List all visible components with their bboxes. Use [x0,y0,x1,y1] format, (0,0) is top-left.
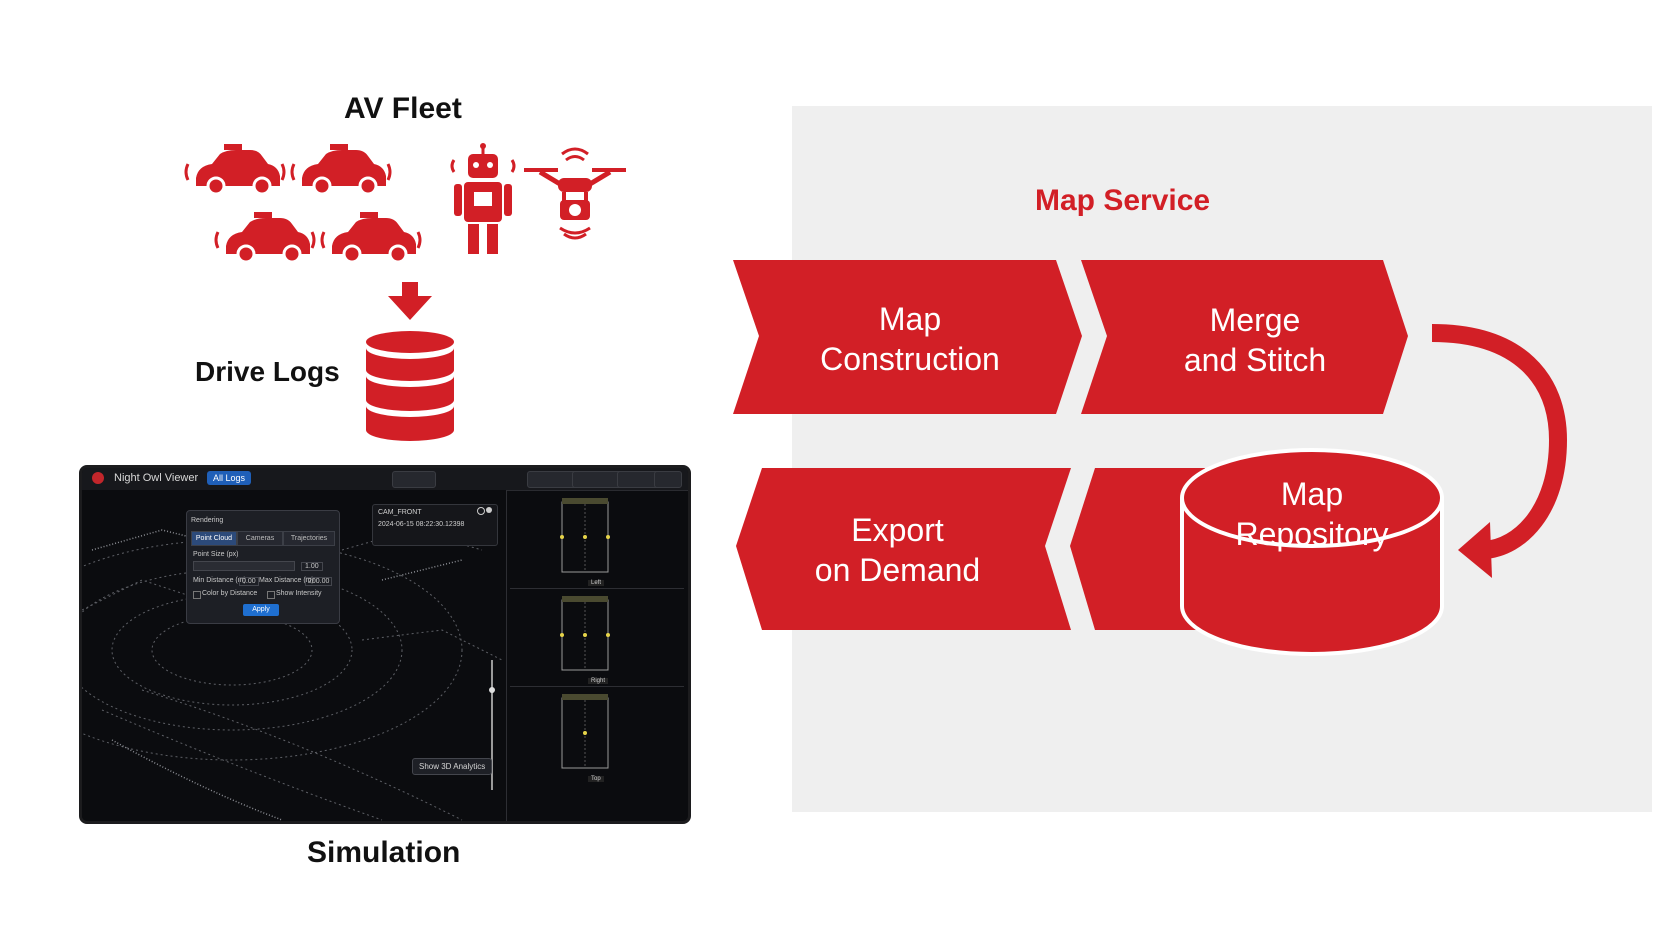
database-icon [366,331,454,441]
camera-frame [560,596,610,671]
camera-name: CAM_FRONT [378,509,422,516]
settings-icon[interactable] [654,471,682,488]
min-distance-label: Min Distance (m) [193,577,246,584]
map-service-title: Map Service [1035,184,1211,217]
tab-cameras[interactable]: Cameras [237,531,283,546]
view-divider [506,490,507,821]
viewer-title: Night Owl Viewer [114,472,199,484]
tab-trajectories[interactable]: Trajectories [283,531,335,546]
camera-view-caption: Right [588,678,609,684]
camera-view-top: Top [510,688,684,784]
camera-frame [560,498,610,573]
drive-logs-label: Drive Logs [195,356,340,387]
car-icon [214,212,316,264]
settings-icon[interactable] [477,507,485,515]
car-icon [184,144,286,196]
database-icon [1180,448,1444,656]
close-icon[interactable] [486,507,492,513]
color-by-distance-label: Color by Distance [202,590,258,597]
show-intensity-label: Show Intensity [276,590,322,597]
robot-icon [450,143,516,254]
toolbar-button[interactable] [392,471,436,488]
camera-frame [561,694,609,769]
drone-icon [524,147,626,240]
apply-button[interactable]: Apply [243,604,279,616]
color-by-distance-checkbox[interactable] [193,591,201,599]
camera-view-left: Left [510,492,684,589]
viewer-toolbar: Night Owl Viewer All Logs [82,468,688,491]
camera-info-card: CAM_FRONT 2024-06-15 08:22:30.12398 [372,504,498,546]
car-icon [290,144,392,196]
av-fleet-title: AV Fleet [344,92,462,125]
map-service-panel [792,106,1652,812]
max-distance-label: Max Distance (m) [259,577,314,584]
down-arrow-icon [388,282,432,320]
app-logo-icon [92,472,104,484]
point-size-slider[interactable] [193,561,295,571]
night-owl-viewer-window: Night Owl Viewer All Logs Rende [79,465,691,824]
show-3d-analytics-button[interactable]: Show 3D Analytics [412,758,493,775]
all-logs-button[interactable]: All Logs [207,471,252,485]
max-distance-value[interactable]: 200.00 [305,577,333,586]
settings-header: Rendering [191,517,224,524]
show-intensity-checkbox[interactable] [267,591,275,599]
camera-view-caption: Left [588,580,605,586]
simulation-label: Simulation [307,836,461,869]
car-icon [320,212,422,264]
rendering-settings-panel: Rendering Point Cloud Cameras Trajectori… [186,510,340,624]
tab-point-cloud[interactable]: Point Cloud [191,531,237,546]
camera-view-right: Right [510,590,684,687]
min-distance-value[interactable]: 0.00 [239,577,259,586]
camera-view-caption: Top [588,776,604,782]
point-size-value[interactable]: 1.00 [301,562,323,571]
point-size-label: Point Size (px) [193,551,239,558]
camera-timestamp: 2024-06-15 08:22:30.12398 [378,521,465,528]
